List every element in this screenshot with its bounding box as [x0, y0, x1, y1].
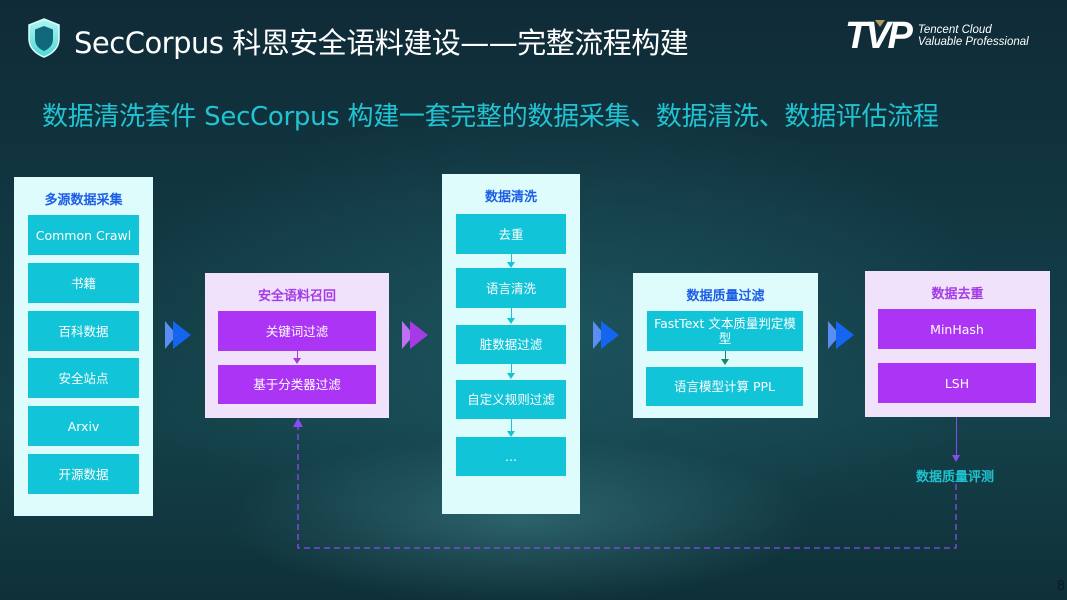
minhash: MinHash [878, 309, 1036, 349]
fasttext-model: FastText 文本质量判定模型 [647, 311, 803, 351]
logo-line-1: Tencent Cloud [917, 24, 992, 36]
panel-title: 数据清洗 [484, 190, 537, 205]
shield-icon [28, 18, 60, 58]
panel-collection: 多源数据采集 Common Crawl 书籍 百科数据 安全站点 Arxiv 开… [14, 177, 153, 516]
arrow-line [297, 351, 298, 361]
double-chevron-right-icon [402, 321, 428, 349]
arrow-down-icon [507, 262, 515, 268]
arrow-line [725, 351, 726, 361]
panel-recall: 安全语料召回 关键词过滤 基于分类器过滤 [205, 273, 389, 418]
source-security-sites: 安全站点 [28, 358, 139, 398]
panel-cleaning: 数据清洗 去重 语言清洗 脏数据过滤 自定义规则过滤 ... [442, 174, 580, 514]
source-open-data: 开源数据 [28, 454, 139, 494]
source-arxiv: Arxiv [28, 406, 139, 446]
arrow-line [511, 308, 512, 318]
classifier-filter: 基于分类器过滤 [218, 365, 376, 404]
subtitle: 数据清洗套件 SecCorpus 构建一套完整的数据采集、数据清洗、数据评估流程 [42, 102, 939, 132]
tvp-logo-text: Tencent Cloud Valuable Professional [918, 24, 1029, 48]
panel-title: 安全语料召回 [257, 289, 336, 304]
arrow-line [511, 364, 512, 374]
step-dirty-filter: 脏数据过滤 [456, 325, 566, 364]
page-number: 8 [1056, 579, 1065, 594]
tvp-logo-mark: TVP [845, 17, 913, 55]
step-language-clean: 语言清洗 [456, 268, 566, 308]
panel-title: 数据去重 [931, 287, 984, 302]
panel-title: 多源数据采集 [44, 193, 123, 208]
double-chevron-right-icon [165, 321, 191, 349]
double-chevron-right-icon [828, 321, 854, 349]
keyword-filter: 关键词过滤 [218, 311, 376, 351]
panel-title: 数据质量过滤 [686, 289, 765, 304]
arrow-down-icon [507, 318, 515, 324]
page-title: SecCorpus 科恩安全语料建设——完整流程构建 [74, 26, 689, 60]
logo-triangle-icon [875, 20, 885, 27]
logo-line-2: Valuable Professional [917, 36, 1029, 48]
lsh: LSH [878, 363, 1036, 403]
double-chevron-right-icon [593, 321, 619, 349]
source-books: 书籍 [28, 263, 139, 303]
arrow-line [956, 417, 957, 457]
panel-quality: 数据质量过滤 FastText 文本质量判定模型 语言模型计算 PPL [633, 273, 818, 418]
arrow-down-icon [293, 358, 301, 364]
panel-dedup: 数据去重 MinHash LSH [865, 271, 1050, 417]
evaluation-label: 数据质量评测 [916, 470, 995, 485]
lm-ppl: 语言模型计算 PPL [646, 367, 803, 406]
source-encyclopedia: 百科数据 [28, 311, 139, 351]
arrow-line [511, 254, 512, 264]
step-more: ... [456, 437, 566, 476]
source-common-crawl: Common Crawl [28, 215, 139, 255]
arrow-down-icon [721, 359, 729, 365]
arrow-down-icon [952, 455, 960, 462]
step-custom-rules: 自定义规则过滤 [456, 380, 566, 419]
arrow-down-icon [507, 373, 515, 379]
tvp-logo: TVP Tencent Cloud Valuable Professional [845, 17, 1029, 55]
step-dedup: 去重 [456, 214, 566, 254]
